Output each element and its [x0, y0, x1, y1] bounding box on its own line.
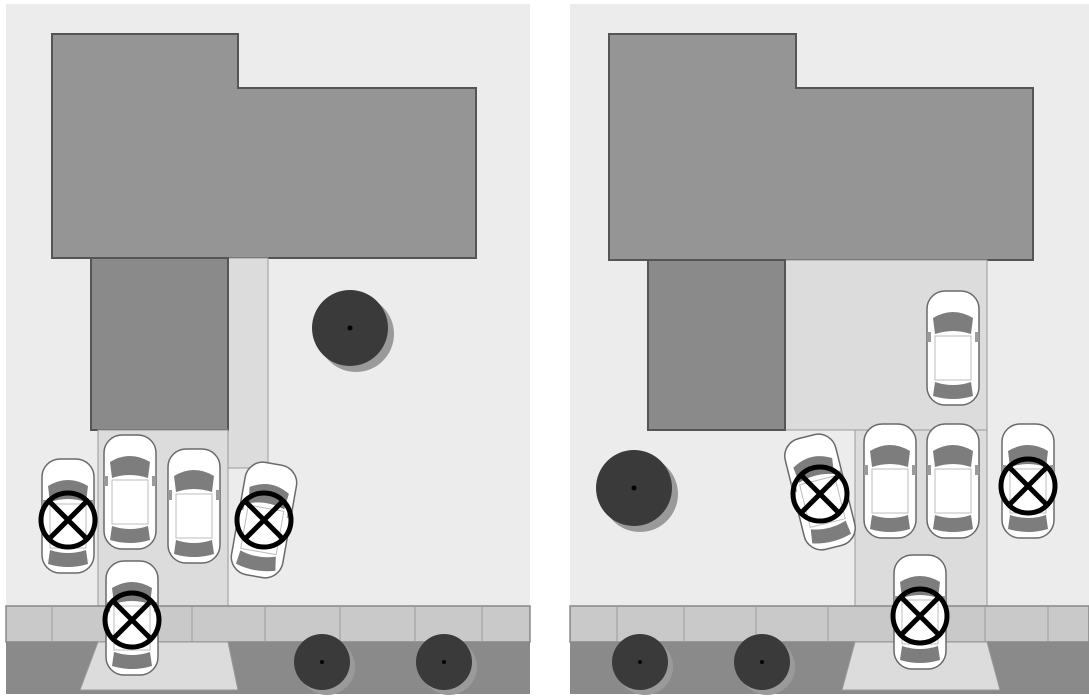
car-left-drive-2: [167, 448, 221, 564]
left-walkway: [227, 257, 269, 469]
car-right-drive-2: [926, 423, 980, 539]
left-garage: [90, 257, 229, 431]
right-sidewalk: [569, 605, 1089, 643]
right-sidewalk-joints: [616, 606, 1049, 642]
car-right-top: [926, 290, 980, 406]
right-garage: [647, 259, 786, 431]
panel-left: [5, 4, 531, 695]
car-right-drive-1: [863, 423, 917, 539]
right-house: [608, 33, 1034, 261]
car-right-sidewalk: [893, 554, 947, 670]
panel-right: [569, 4, 1089, 695]
car-left-street-1: [41, 458, 95, 574]
car-left-drive-1: [103, 434, 157, 550]
car-right-side: [1001, 423, 1055, 539]
left-house: [51, 33, 477, 259]
left-curb-cut: [79, 641, 239, 691]
